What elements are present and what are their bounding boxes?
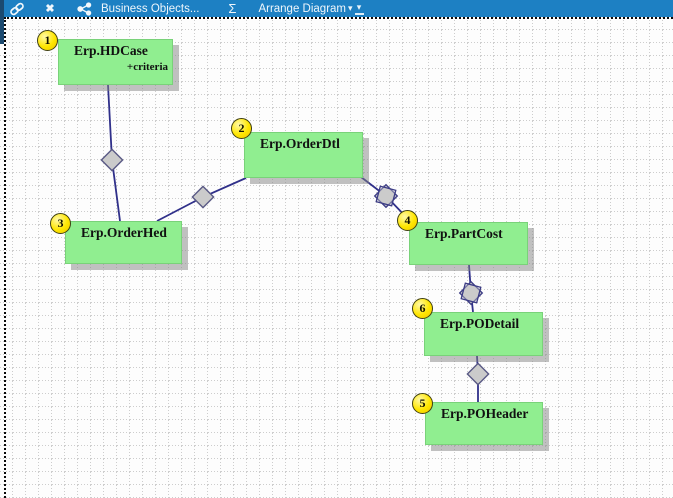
delete-icon: ✖ xyxy=(45,3,55,15)
diagram-toolbar: ✖ Business Objects... Σ Arrange Dia xyxy=(0,0,673,17)
delete-button[interactable]: ✖ xyxy=(42,0,58,17)
relationship-diamond[interactable] xyxy=(466,362,490,386)
toolbar-overflow-button[interactable]: ▾ xyxy=(351,0,367,17)
arrange-diagram-menu[interactable]: Arrange Diagram ▾ xyxy=(258,0,352,17)
sequence-badge: 2 xyxy=(231,118,252,139)
business-objects-tree-button[interactable] xyxy=(74,0,94,17)
table-node-orderhed[interactable]: Erp.OrderHed xyxy=(65,221,182,264)
left-edge-strip xyxy=(0,0,4,44)
table-node-label: Erp.POHeader xyxy=(441,406,529,421)
table-node-hdcase[interactable]: Erp.HDCase +criteria xyxy=(58,39,173,85)
chevron-down-icon: ▾ xyxy=(356,1,362,12)
relationship-double-diamond[interactable] xyxy=(373,183,399,209)
table-node-orderdtl[interactable]: Erp.OrderDtl xyxy=(244,132,363,178)
sigma-icon: Σ xyxy=(228,1,237,16)
sequence-badge: 6 xyxy=(412,298,433,319)
link-icon xyxy=(9,2,25,16)
share-icon xyxy=(76,1,92,16)
sequence-badge: 1 xyxy=(37,30,58,51)
arrange-diagram-label: Arrange Diagram xyxy=(258,2,347,15)
table-node-label: Erp.PODetail xyxy=(440,316,520,331)
relationship-diamond[interactable] xyxy=(100,148,124,172)
overflow-underline xyxy=(354,12,364,15)
table-node-label: Erp.OrderHed xyxy=(81,225,167,240)
chevron-down-icon: ▾ xyxy=(348,3,353,13)
selection-marquee-left xyxy=(4,17,6,498)
relationship-diamond[interactable] xyxy=(191,185,215,209)
sequence-badge: 4 xyxy=(397,210,418,231)
business-objects-menu[interactable]: Business Objects... xyxy=(101,2,200,15)
selection-marquee-top xyxy=(0,17,673,19)
table-node-label: Erp.PartCost xyxy=(425,226,503,241)
table-node-podetail[interactable]: Erp.PODetail xyxy=(424,312,543,356)
criteria-label: +criteria xyxy=(126,61,168,73)
table-node-partcost[interactable]: Erp.PartCost xyxy=(409,222,528,265)
summation-button[interactable]: Σ xyxy=(224,0,240,17)
add-relationship-button[interactable] xyxy=(7,0,27,17)
sequence-badge: 5 xyxy=(412,393,433,414)
table-node-label: Erp.HDCase xyxy=(74,43,148,58)
relationship-double-diamond[interactable] xyxy=(458,280,484,306)
sequence-badge: 3 xyxy=(50,213,71,234)
table-node-poheader[interactable]: Erp.POHeader xyxy=(425,402,543,445)
table-node-label: Erp.OrderDtl xyxy=(260,136,340,151)
